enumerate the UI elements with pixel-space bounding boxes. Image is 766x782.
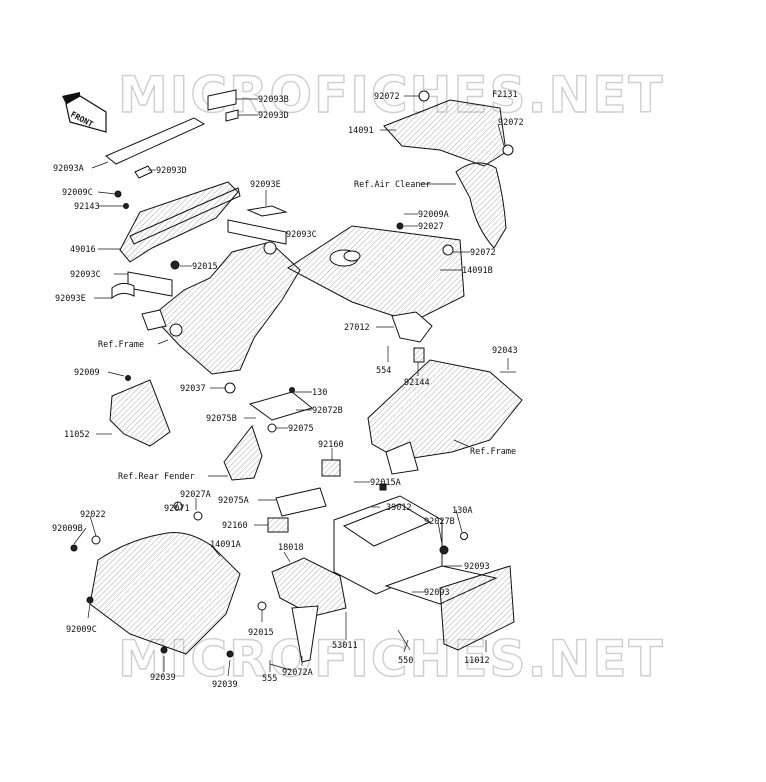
label-92144: 92144 [404,378,430,388]
battery-box-group [267,459,515,663]
label-18018: 18018 [278,543,304,553]
label-92075B: 92075B [206,414,237,424]
part-labels: 92093B 92093D 92093A 92093D 92009C 92143… [52,92,524,690]
label-92075A: 92075A [218,496,249,506]
label-92009C-bot: 92009C [66,625,97,635]
label-92015-mid: 92015 [192,262,218,272]
label-92043: 92043 [492,346,518,356]
label-92009A: 92009A [418,210,449,220]
label-92022: 92022 [80,510,106,520]
label-92009: 92009 [74,368,100,378]
label-92143: 92143 [74,202,100,212]
label-11012: 11012 [464,656,490,666]
label-11052: 11052 [64,430,90,440]
label-554: 554 [376,366,391,376]
ref-air-cleaner: Ref.Air Cleaner [354,180,431,190]
label-53011: 53011 [332,641,358,651]
seat-frame-group [105,89,301,375]
label-92093: 92093 [464,562,490,572]
label-92093-inner: 92093 [424,588,450,598]
side-cover-group [70,501,291,671]
label-92027A: 92027A [180,490,211,500]
label-92039-b: 92039 [212,680,238,690]
diagram-code: F2131 [492,90,518,100]
label-92072-right: 92072 [498,118,524,128]
watermark-bottom: MICROFICHES.NET [118,630,665,688]
label-92075: 92075 [288,424,314,434]
label-92093C-left: 92093C [70,270,101,280]
label-49016: 49016 [70,245,96,255]
label-92093E-left: 92093E [55,294,86,304]
label-130: 130 [312,388,327,398]
label-92072-mid: 92072 [470,248,496,258]
label-92015-bot: 92015 [248,628,274,638]
label-14091B: 14091B [462,266,493,276]
label-92037: 92037 [180,384,206,394]
label-92160-bot: 92160 [222,521,248,531]
ref-frame-right: Ref.Frame [470,447,516,457]
label-14091: 14091 [348,126,374,136]
label-92093C-right: 92093C [286,230,317,240]
label-39012: 39012 [386,503,412,513]
label-92027B: 92027B [424,517,455,527]
label-92160-top: 92160 [318,440,344,450]
label-92093A: 92093A [53,164,84,174]
leader-lines [73,95,509,677]
label-14091A: 14091A [210,540,241,550]
label-92009C-left: 92009C [62,188,93,198]
ref-frame-left: Ref.Frame [98,340,144,350]
label-92071: 92071 [164,504,190,514]
label-92072-top: 92072 [374,92,400,102]
label-550: 550 [398,656,413,666]
label-92072B: 92072B [312,406,343,416]
bracket-group [109,375,314,481]
label-92027: 92027 [418,222,444,232]
label-92093E-top: 92093E [250,180,281,190]
label-92093B: 92093B [258,95,289,105]
front-arrow-icon: FRONT [62,92,107,133]
label-130A: 130A [452,506,472,516]
subframe-group [367,311,523,475]
label-555: 555 [262,674,277,684]
watermark-top: MICROFICHES.NET [118,66,665,124]
label-92093D-top: 92093D [258,111,289,121]
cover-plate-group [287,90,514,323]
label-92009B: 92009B [52,524,83,534]
ref-rear-fender: Ref.Rear Fender [118,472,195,482]
label-92039-a: 92039 [150,673,176,683]
label-27012: 27012 [344,323,370,333]
label-92093D-mid: 92093D [156,166,187,176]
label-92015A: 92015A [370,478,401,488]
label-92072A: 92072A [282,668,313,678]
